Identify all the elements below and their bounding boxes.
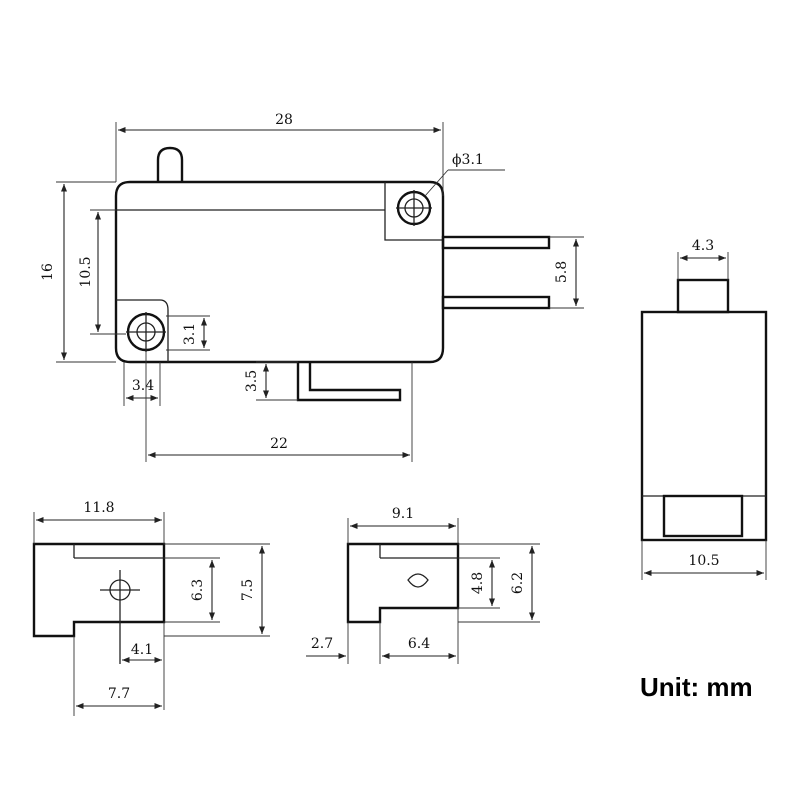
dim-actuator-width: 4.3 [692, 238, 714, 254]
terminal-small-view: 9.1 4.8 6.2 2.7 6.4 [306, 506, 540, 664]
front-view: 28 ϕ3.1 16 10.5 5.8 3.1 3.4 3. [40, 112, 584, 462]
dim-terminal-large-inner: 6.3 [190, 579, 206, 601]
switch-body [114, 180, 445, 364]
dim-terminal-small-outer: 6.2 [510, 572, 526, 594]
dim-terminal-large-hole-offset: 4.1 [131, 642, 153, 658]
dim-overall-length: 28 [275, 112, 293, 128]
side-actuator [676, 278, 730, 314]
dim-terminal-large-length: 11.8 [83, 500, 114, 516]
dim-hole-diameter: ϕ3.1 [452, 152, 484, 168]
dim-terminal-large-tab: 7.7 [108, 686, 130, 702]
terminal-lower [441, 295, 551, 310]
dim-terminal-large-outer: 7.5 [240, 579, 256, 601]
dim-terminal-small-tab: 6.4 [408, 636, 430, 652]
terminal-upper [441, 235, 551, 250]
dim-terminal-pitch: 5.8 [554, 261, 570, 283]
side-view: 4.3 10.5 [640, 238, 768, 580]
dim-hole-offset-vertical: 3.1 [182, 323, 198, 345]
dim-hole-spacing-vertical: 10.5 [78, 256, 94, 287]
dim-hole-to-foot: 22 [270, 436, 288, 452]
side-foot [662, 494, 744, 538]
terminal-small-outline [346, 542, 460, 624]
actuator-button [156, 146, 184, 182]
dim-terminal-small-length: 9.1 [392, 506, 414, 522]
terminal-large-view: 11.8 6.3 7.5 4.1 7.7 [32, 500, 270, 716]
bottom-foot-terminal [296, 362, 402, 402]
dim-foot-height: 3.5 [244, 370, 260, 392]
dim-overall-height: 16 [40, 263, 56, 281]
unit-label: Unit: mm [640, 672, 753, 702]
side-body [640, 310, 768, 542]
dim-terminal-small-neck: 2.7 [311, 636, 333, 652]
dim-hole-offset-horizontal: 3.4 [132, 378, 154, 394]
dim-terminal-small-inner: 4.8 [470, 572, 486, 594]
dim-body-width: 10.5 [688, 553, 719, 569]
terminal-small-hole [407, 573, 429, 588]
